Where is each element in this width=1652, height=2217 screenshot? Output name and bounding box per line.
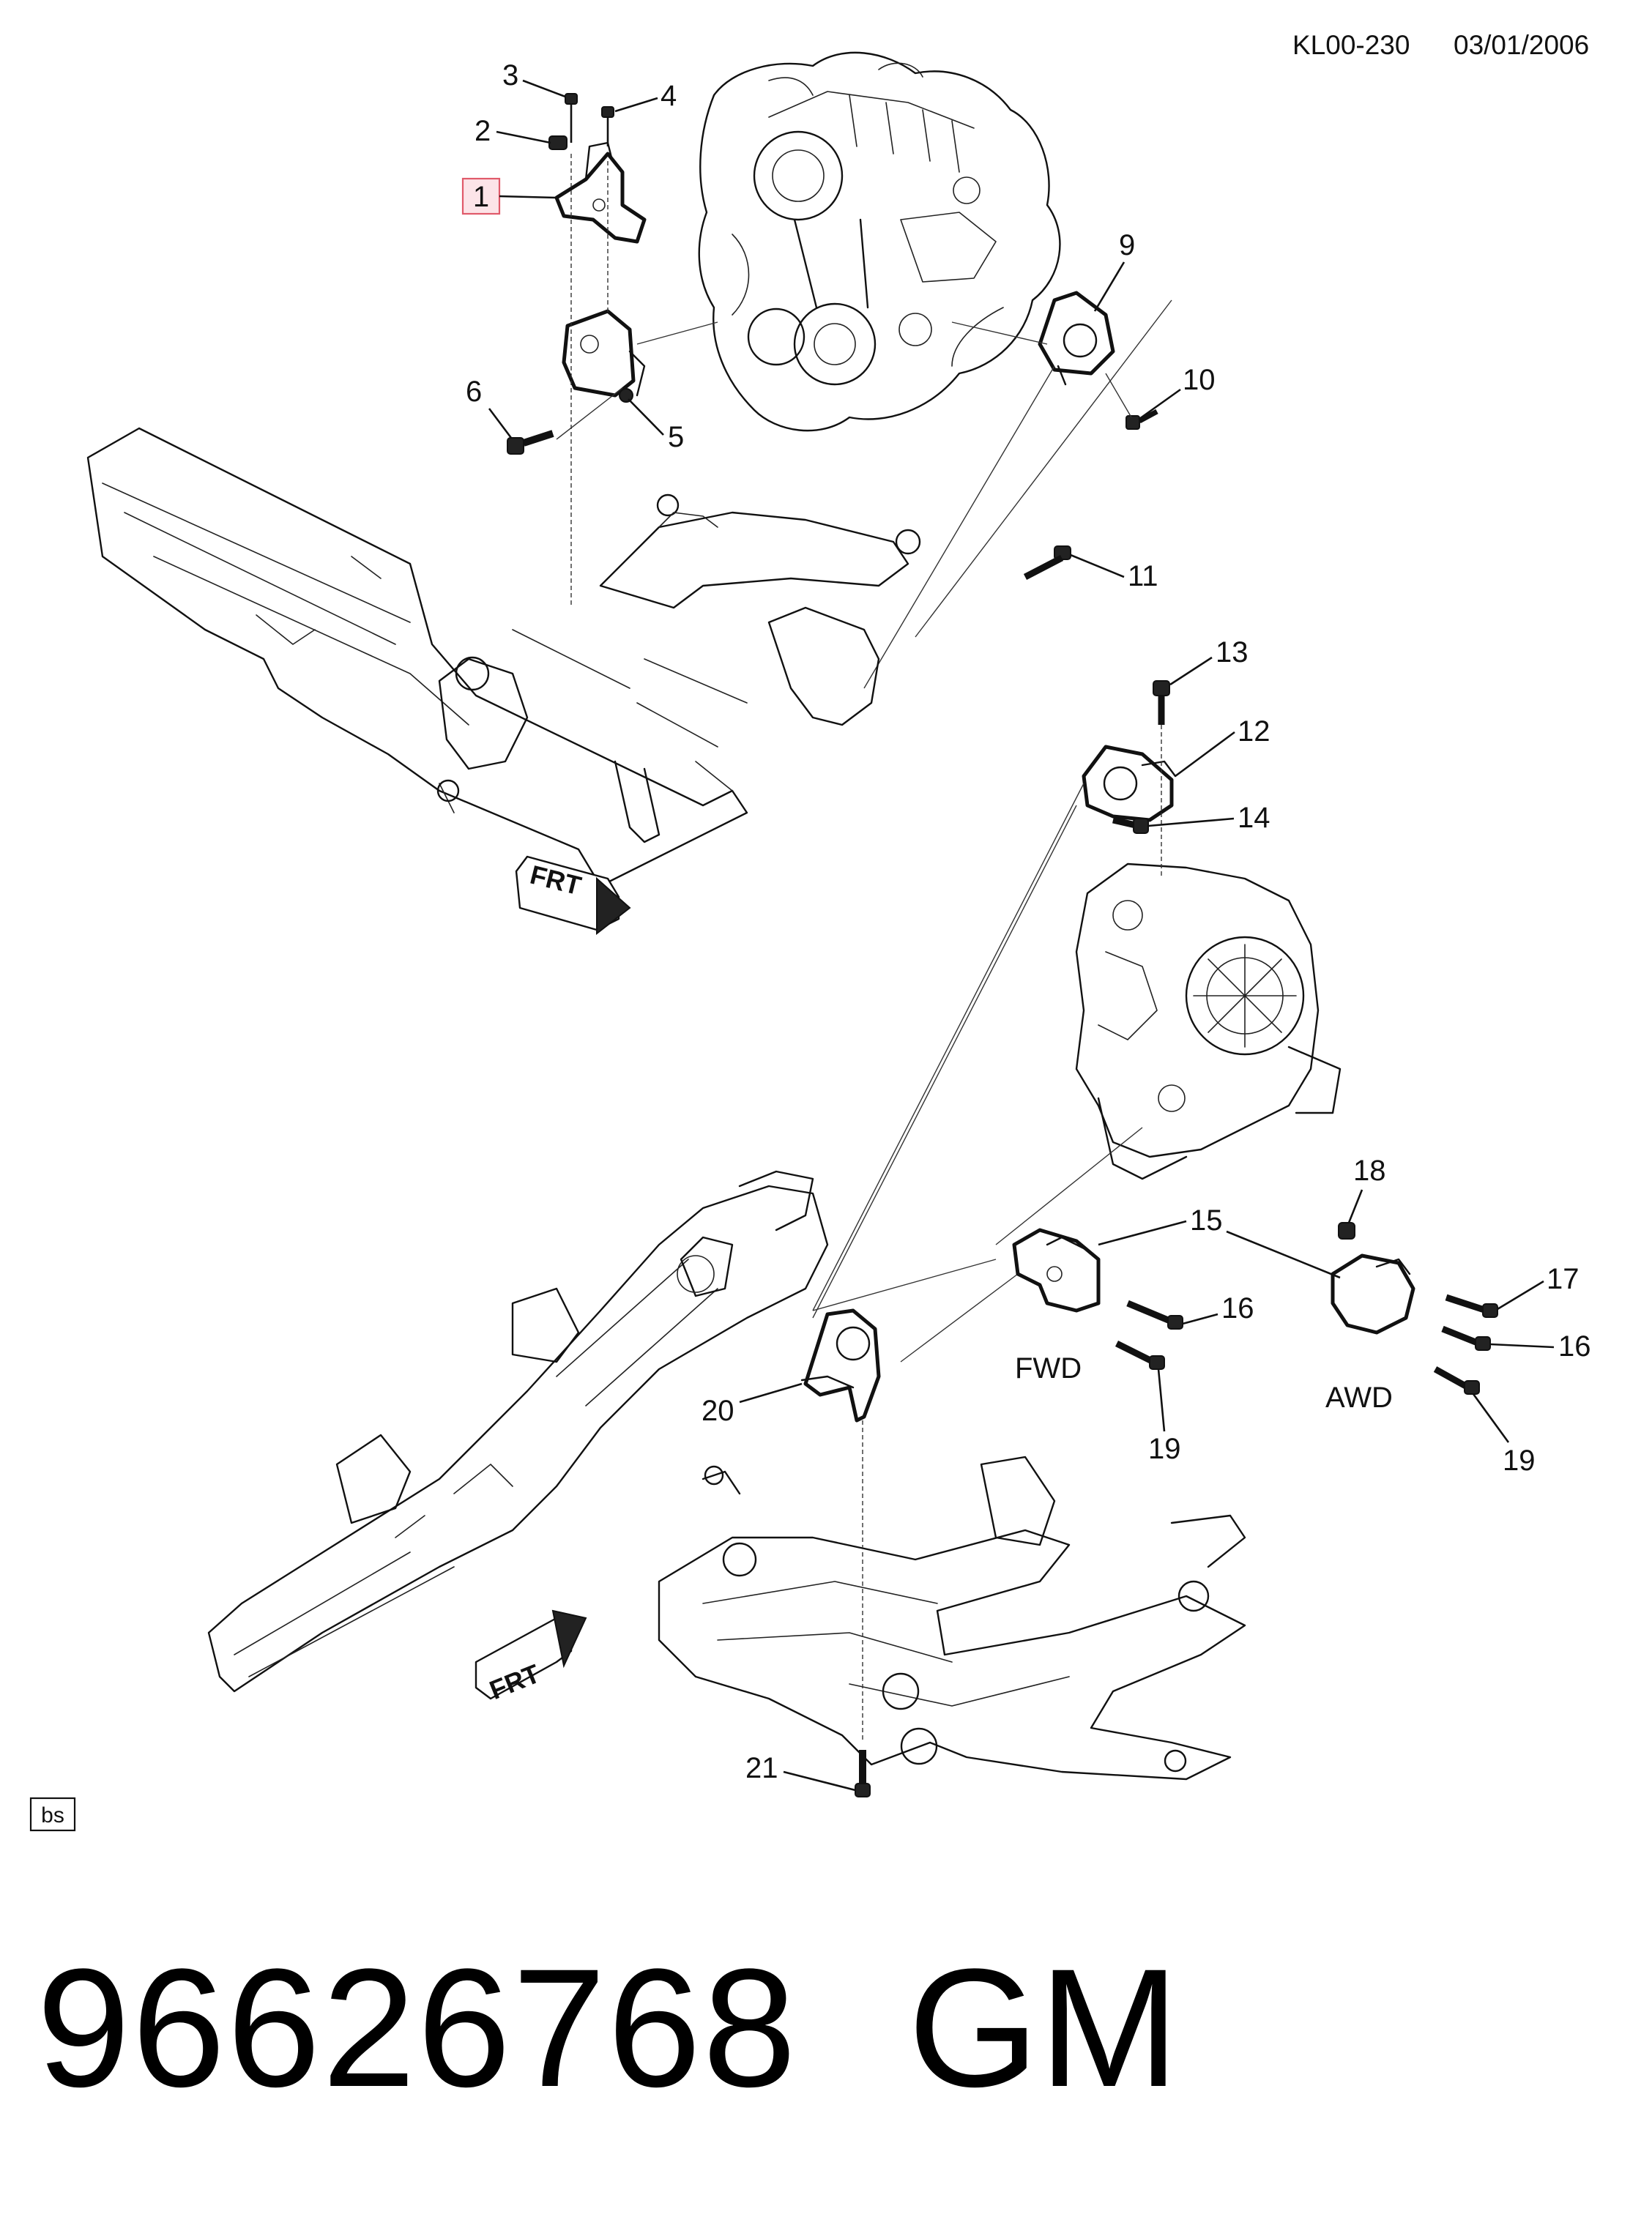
callout-16-awd: 16: [1558, 1330, 1591, 1363]
bolt-21: [855, 1420, 871, 1797]
callout-10: 10: [1183, 364, 1216, 396]
nut-18: [1338, 1222, 1355, 1240]
mount-15-awd: [1331, 1253, 1415, 1335]
part-number: 96626768: [37, 1934, 798, 2122]
engine-mount-lower: [562, 309, 646, 403]
callout-12: 12: [1238, 715, 1270, 748]
callout-2: 2: [475, 115, 491, 147]
transmission-illustration: [1075, 862, 1342, 1180]
callout-4: 4: [661, 80, 677, 112]
diagram-date: 03/01/2006: [1454, 30, 1589, 60]
bolt-11: [1023, 545, 1071, 580]
callout-16-fwd: 16: [1221, 1292, 1254, 1324]
callout-13: 13: [1216, 636, 1249, 668]
alignment-lines-mid: [812, 725, 1162, 1363]
rear-mount-20: [800, 1308, 881, 1423]
front-frame-top: [86, 427, 921, 887]
callout-5: 5: [668, 421, 684, 453]
callout-3: 3: [502, 59, 518, 92]
callout-17: 17: [1547, 1263, 1580, 1295]
callout-6: 6: [466, 376, 482, 408]
fwd-label: FWD: [1015, 1352, 1082, 1385]
side-rail: [207, 1170, 829, 1693]
corner-tag: bs: [41, 1803, 64, 1827]
callout-19-fwd: 19: [1148, 1433, 1181, 1465]
front-arrow-1: FRT: [515, 855, 631, 936]
bolt-14: [1112, 816, 1149, 834]
rear-subframe: [658, 1456, 1246, 1781]
callout-21: 21: [745, 1752, 778, 1784]
callout-9: 9: [1119, 229, 1135, 261]
callout-18: 18: [1353, 1155, 1386, 1187]
engine-mount-bracket[interactable]: [554, 141, 647, 244]
transmission-mount-9: [1038, 291, 1115, 386]
engine-illustration: [698, 51, 1061, 432]
bolts-16-17-19: [1115, 1294, 1498, 1395]
front-arrow-2: FRT: [475, 1609, 587, 1705]
awd-label: AWD: [1325, 1382, 1393, 1414]
bolt-13: [1153, 680, 1170, 725]
bolt-4: [601, 106, 614, 146]
mount-15-fwd: [1012, 1228, 1101, 1313]
brand-name: GM: [908, 1934, 1180, 2122]
alignment-lines-top: [556, 154, 1172, 689]
bolt-10: [1125, 409, 1158, 430]
bolt-3: [565, 93, 578, 143]
callout-19-awd: 19: [1503, 1445, 1536, 1477]
callout-1[interactable]: 1: [473, 181, 489, 213]
callout-11: 11: [1128, 560, 1158, 592]
corner-tag-box: [29, 1797, 76, 1832]
callout-15: 15: [1190, 1204, 1223, 1237]
nut-2: [548, 135, 568, 150]
transmission-mount-12: [1082, 745, 1177, 822]
callout-20: 20: [702, 1395, 734, 1427]
diagram-code: KL00-230: [1292, 30, 1410, 60]
callout-14: 14: [1238, 802, 1270, 834]
bolt-6: [507, 430, 554, 455]
